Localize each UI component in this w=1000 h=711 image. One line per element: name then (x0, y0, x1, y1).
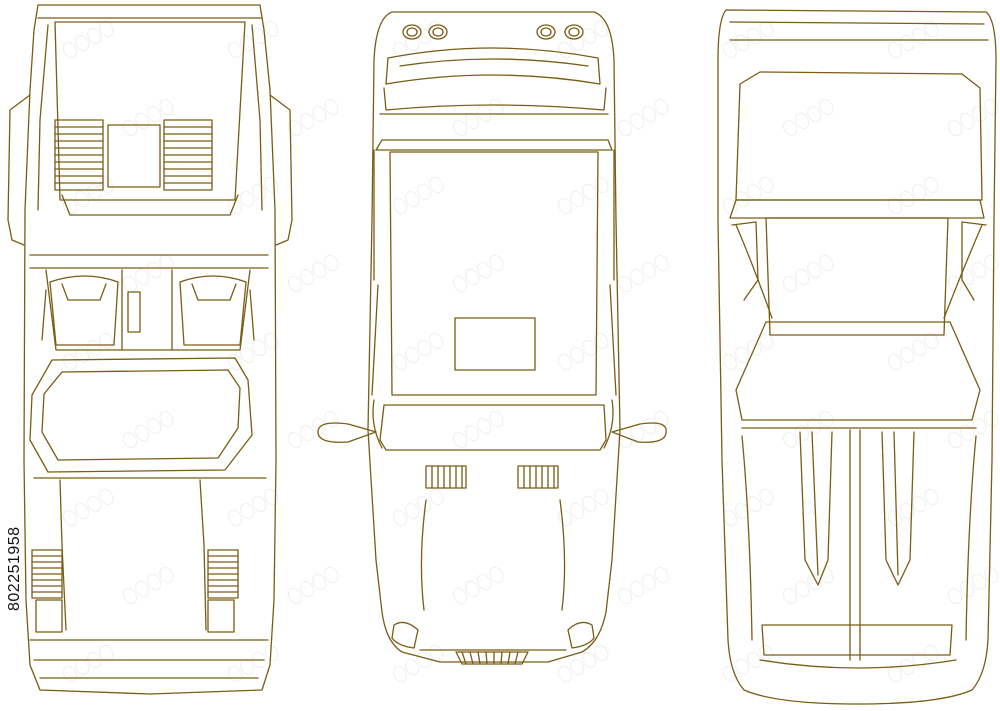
watermark-mark (722, 644, 774, 683)
watermark-mark (617, 566, 669, 605)
watermark-mark (452, 254, 504, 293)
watermark-mark (947, 566, 999, 605)
watermark-mark (122, 98, 174, 137)
watermark-mark (947, 410, 999, 449)
watermark-mark (122, 566, 174, 605)
watermark-mark (782, 254, 834, 293)
watermark-mark (122, 254, 174, 293)
watermark-mark (887, 488, 939, 527)
hatchback-car-top-view (317, 11, 667, 665)
watermark-mark (617, 98, 669, 137)
watermark-pattern (62, 20, 999, 683)
watermark-mark (782, 566, 834, 605)
watermark-mark (62, 20, 114, 59)
watermark-mark (122, 410, 174, 449)
coupe-car-top-view (717, 9, 997, 705)
stock-image-id: 802251958 (6, 526, 23, 611)
watermark-mark (392, 176, 444, 215)
watermark-mark (287, 254, 339, 293)
watermark-mark (617, 254, 669, 293)
watermark-mark (392, 644, 444, 683)
watermark-mark (887, 332, 939, 371)
watermark-mark (287, 566, 339, 605)
watermark-mark (557, 20, 609, 59)
watermark-mark (62, 332, 114, 371)
watermark-mark (782, 98, 834, 137)
watermark-mark (452, 410, 504, 449)
watermark-mark (62, 644, 114, 683)
watermark-mark (617, 410, 669, 449)
watermark-mark (452, 98, 504, 137)
watermark-mark (722, 176, 774, 215)
watermark-mark (947, 98, 999, 137)
watermark-mark (227, 488, 279, 527)
watermark-mark (392, 332, 444, 371)
watermark-mark (782, 410, 834, 449)
watermark-mark (557, 176, 609, 215)
watermark-mark (887, 176, 939, 215)
watermark-mark (392, 488, 444, 527)
watermark-mark (557, 332, 609, 371)
watermark-mark (287, 98, 339, 137)
watermark-mark (452, 566, 504, 605)
watermark-mark (722, 332, 774, 371)
watermark-mark (557, 644, 609, 683)
watermark-mark (62, 488, 114, 527)
watermark-mark (287, 410, 339, 449)
watermark-mark (227, 176, 279, 215)
wedge-sports-car-top-view (7, 4, 293, 695)
watermark-mark (947, 254, 999, 293)
watermark-mark (557, 488, 609, 527)
